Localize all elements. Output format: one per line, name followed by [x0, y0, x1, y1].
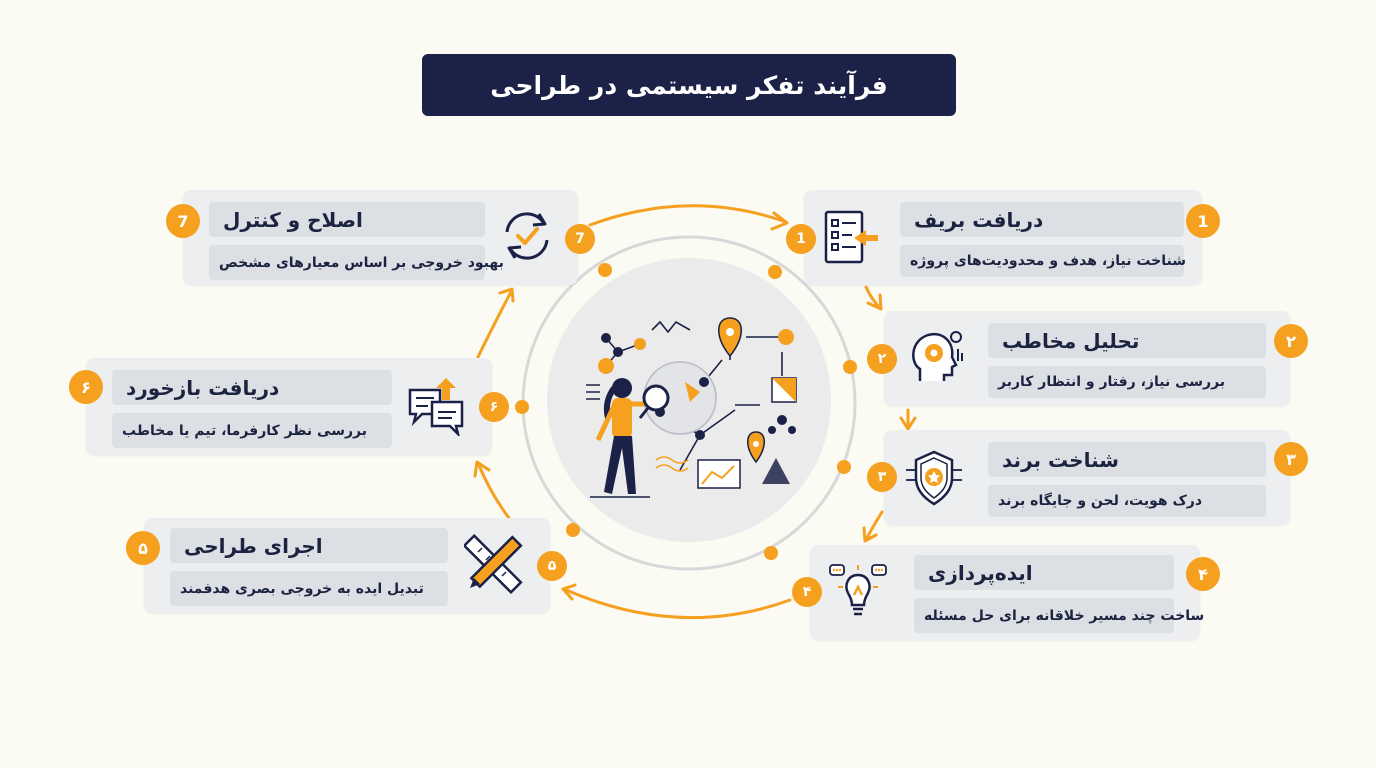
ruler-pencil-icon: [464, 534, 523, 594]
step-badge-2: ٢: [1274, 324, 1308, 358]
step-card-6: دریافت بازخورد بررسی نظر کارفرما، تیم یا…: [86, 358, 492, 455]
flow-arrow: [562, 587, 792, 620]
hub-badge-5: ۵: [537, 551, 567, 581]
step-card-4: ایده‌پردازی ساخت چند مسیر خلاقانه برای ح…: [810, 545, 1204, 640]
flow-arrow-head: [770, 211, 789, 231]
flow-arrow-head: [473, 460, 491, 478]
head-gear-icon: [912, 331, 963, 381]
flow-arrow: [476, 288, 514, 359]
ring-dot: [764, 546, 778, 560]
step-description: بهبود خروجی بر اساس معیارهای مشخص: [209, 245, 504, 280]
step-title: تحلیل مخاطب: [988, 323, 1266, 358]
step-description: بررسی نظر کارفرما، تیم یا مخاطب: [112, 413, 392, 448]
hub-badge-4: ۴: [792, 577, 822, 607]
flow-arrow-head: [899, 416, 917, 431]
ring-dot: [837, 460, 851, 474]
data-analysis-illustration: [586, 317, 797, 498]
lightbulb-icon: [829, 564, 887, 616]
flow-arrow-head: [866, 293, 883, 311]
step-badge-5: ۵: [126, 531, 160, 565]
step-badge-1: 1: [1186, 204, 1220, 238]
step-card-7: اصلاح و کنترل بهبود خروجی بر اساس معیاره…: [183, 190, 578, 285]
step-card-5: اجرای طراحی تبدیل ایده به خروجی بصری هدف…: [144, 518, 550, 613]
step-card-2: تحلیل مخاطب بررسی نیاز، رفتار و انتظار ک…: [884, 311, 1290, 406]
step-title: دریافت بریف: [900, 202, 1184, 237]
step-badge-3: ٣: [1274, 442, 1308, 476]
step-description: ساخت چند مسیر خلاقانه برای حل مسئله: [914, 598, 1204, 633]
step-badge-4: ۴: [1186, 557, 1220, 591]
refresh-check-icon: [505, 212, 549, 260]
page-title-bar: فرآیند تفکر سیستمی در طراحی: [422, 54, 956, 116]
step-title: دریافت بازخورد: [112, 370, 392, 405]
step-description: بررسی نیاز، رفتار و انتظار کاربر: [988, 366, 1266, 398]
step-description: شناخت نیاز، هدف و محدودیت‌های پروژه: [900, 245, 1186, 277]
ring-dot: [768, 265, 782, 279]
ring-dot: [843, 360, 857, 374]
checklist-icon: [824, 210, 878, 264]
feedback-chat-icon: [408, 378, 464, 436]
ring-dot: [515, 400, 529, 414]
step-description: درک هویت، لحن و جایگاه برند: [988, 485, 1266, 517]
step-card-3: شناخت برند درک هویت، لحن و جایگاه برند: [884, 430, 1290, 525]
step-title: شناخت برند: [988, 442, 1266, 477]
hub-badge-7: 7: [565, 224, 595, 254]
step-title: اصلاح و کنترل: [209, 202, 485, 237]
step-card-1: دریافت بریف شناخت نیاز، هدف و محدودیت‌ها…: [804, 190, 1202, 285]
step-badge-7: 7: [166, 204, 200, 238]
step-badge-6: ۶: [69, 370, 103, 404]
page-title: فرآیند تفکر سیستمی در طراحی: [490, 70, 888, 100]
flow-arrow-head: [561, 583, 577, 601]
hub-badge-3: ٣: [867, 462, 897, 492]
flow-arrow-head: [498, 287, 515, 303]
flow-arrow: [588, 204, 788, 227]
ring-dot: [566, 523, 580, 537]
step-title: اجرای طراحی: [170, 528, 448, 563]
shield-star-icon: [906, 450, 962, 506]
flow-arrow: [864, 510, 884, 542]
step-description: تبدیل ایده به خروجی بصری هدفمند: [170, 571, 448, 606]
hub-badge-1: 1: [786, 224, 816, 254]
step-title: ایده‌پردازی: [914, 555, 1174, 590]
hub-badge-2: ٢: [867, 344, 897, 374]
hub-badge-6: ۶: [479, 392, 509, 422]
flow-arrow-head: [862, 526, 878, 543]
ring-dot: [598, 263, 612, 277]
